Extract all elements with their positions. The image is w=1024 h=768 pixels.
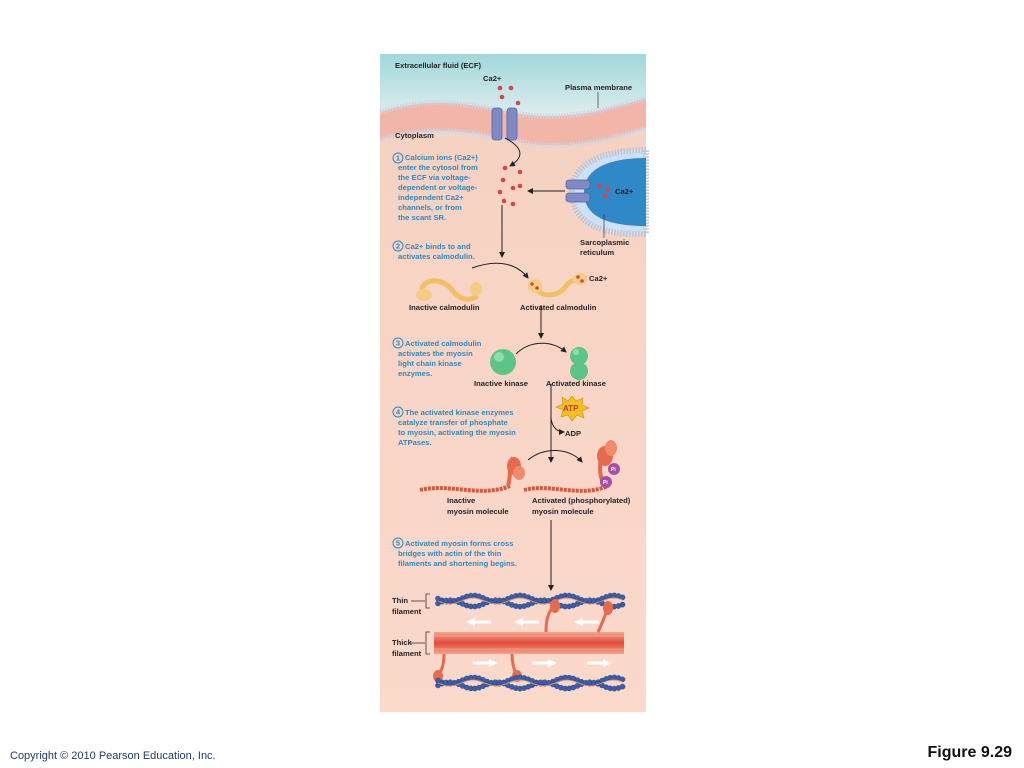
step-5-number: 5 <box>396 539 401 548</box>
phosphate-icon <box>600 476 612 488</box>
sr-ca-label: Ca2+ <box>615 187 634 196</box>
actin-bead <box>619 594 626 601</box>
pi-label: Pi <box>611 467 616 473</box>
step-3-number: 3 <box>396 339 400 348</box>
step-3-text: Activated calmodulin activates the myosi… <box>398 339 482 378</box>
actin-bead <box>619 683 626 690</box>
actin-bead <box>619 676 626 683</box>
inactive-kinase-label: Inactive kinase <box>474 379 528 388</box>
thick-filament-label-line2: filament <box>392 649 422 658</box>
svg-text:catalyze transfer of phosphate: catalyze transfer of phosphate <box>398 418 508 427</box>
activated-myosin-label-line2: myosin molecule <box>532 507 594 516</box>
svg-text:the scant SR.: the scant SR. <box>398 213 446 222</box>
phosphate-icon <box>608 463 620 475</box>
sarcoplasmic-reticulum <box>565 146 649 238</box>
svg-text:filaments and shortening begin: filaments and shortening begins. <box>398 559 517 568</box>
actin-bead <box>619 601 626 608</box>
inactive-myosin-label-line2: myosin molecule <box>447 507 509 516</box>
tropomyosin-strand <box>437 597 623 605</box>
inactive-calmodulin <box>416 278 482 302</box>
svg-text:independent Ca2+: independent Ca2+ <box>398 193 464 202</box>
activated-myosin-label-line1: Activated (phosphorylated) <box>532 496 631 505</box>
svg-text:Activated myosin forms cross: Activated myosin forms cross <box>405 539 513 548</box>
svg-text:dependent or voltage-: dependent or voltage- <box>398 183 478 192</box>
thin-filament-top <box>435 592 626 610</box>
inactive-kinase <box>490 349 516 375</box>
svg-text:enzymes.: enzymes. <box>398 369 432 378</box>
svg-text:enter the cytosol from: enter the cytosol from <box>398 163 478 172</box>
thin-filament-label-line2: filament <box>392 607 422 616</box>
atp-label: ATP <box>563 404 579 413</box>
activated-calmodulin-label: Activated calmodulin <box>520 303 597 312</box>
activated-kinase <box>570 347 588 380</box>
svg-text:light chain kinase: light chain kinase <box>398 359 462 368</box>
step-2-number: 2 <box>396 242 400 251</box>
calmodulin-ca-label: Ca2+ <box>589 274 608 283</box>
svg-text:Calcium ions (Ca2+): Calcium ions (Ca2+) <box>405 153 478 162</box>
atp-icon <box>555 395 590 422</box>
sliding-arrows <box>466 618 612 667</box>
activated-calmodulin <box>528 273 587 298</box>
copyright-notice: Copyright © 2010 Pearson Education, Inc. <box>10 750 216 762</box>
thin-filament-label-line1: Thin <box>392 596 408 605</box>
thick-filament-label-line1: Thick <box>392 638 413 647</box>
step-5-text: Activated myosin forms cross bridges wit… <box>398 539 517 568</box>
figure-number: Figure 9.29 <box>927 744 1012 761</box>
pi-label: Pi <box>603 480 608 486</box>
plasma-membrane-label: Plasma membrane <box>565 83 632 92</box>
step-1-number: 1 <box>396 154 401 163</box>
step-4-text: The activated kinase enzymes catalyze tr… <box>398 408 516 447</box>
svg-text:activates calmodulin.: activates calmodulin. <box>398 252 475 261</box>
inactive-calmodulin-label: Inactive calmodulin <box>409 303 480 312</box>
svg-text:the ECF via voltage-: the ECF via voltage- <box>398 173 471 182</box>
thin-filament-bottom <box>435 674 626 692</box>
membrane-calcium-channel <box>491 107 518 141</box>
activated-kinase-label: Activated kinase <box>546 379 606 388</box>
adp-label: ADP <box>565 429 581 438</box>
inactive-myosin-label-line1: Inactive <box>447 496 475 505</box>
svg-text:to myosin, activating the myos: to myosin, activating the myosin <box>398 428 516 437</box>
svg-text:ATPases.: ATPases. <box>398 438 432 447</box>
svg-text:bridges with actin of the thin: bridges with actin of the thin <box>398 549 502 558</box>
sr-label-line2: reticulum <box>580 248 614 257</box>
flow-arrows <box>471 137 583 591</box>
ca-top-label: Ca2+ <box>483 74 502 83</box>
step-1-text: Calcium ions (Ca2+) enter the cytosol fr… <box>398 153 478 222</box>
step-4-number: 4 <box>396 408 401 417</box>
step-markers <box>392 152 404 549</box>
cytoplasm-label: Cytoplasm <box>395 131 434 140</box>
tropomyosin-strand <box>437 679 623 687</box>
step-2-text: Ca2+ binds to and activates calmodulin. <box>398 242 475 261</box>
calcium-ions <box>497 85 611 207</box>
activated-myosin-molecule <box>523 440 620 493</box>
inactive-myosin-molecule <box>419 456 525 493</box>
svg-text:Activated calmodulin: Activated calmodulin <box>405 339 482 348</box>
svg-text:The activated kinase enzymes: The activated kinase enzymes <box>405 408 513 417</box>
svg-text:channels, or from: channels, or from <box>398 203 462 212</box>
filament-brackets <box>411 593 430 655</box>
sr-label-line1: Sarcoplasmic <box>580 238 629 247</box>
svg-text:Ca2+ binds to and: Ca2+ binds to and <box>405 242 471 251</box>
ecf-label: Extracellular fluid (ECF) <box>395 61 482 70</box>
svg-text:activates the myosin: activates the myosin <box>398 349 473 358</box>
